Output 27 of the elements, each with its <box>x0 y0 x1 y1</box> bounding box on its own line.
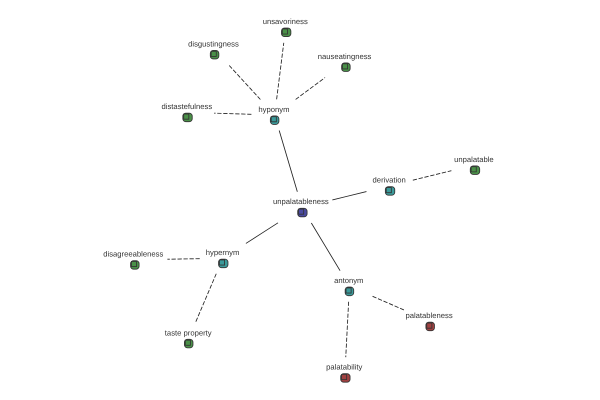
node-label: disgustingness <box>188 39 239 48</box>
node-label: unpalatable <box>454 154 494 164</box>
connector <box>372 296 405 311</box>
node-label: hypernym <box>206 248 240 258</box>
connector <box>412 170 452 181</box>
node-label: taste property <box>164 328 212 338</box>
node-label: hyponym <box>258 104 290 114</box>
node-label: palatability <box>326 362 362 372</box>
node-label: unsavoriness <box>262 16 308 26</box>
connector <box>345 301 350 358</box>
connector <box>310 222 340 272</box>
connector <box>245 222 278 244</box>
connector <box>194 273 217 324</box>
connector <box>276 42 284 100</box>
connector <box>332 191 367 200</box>
node-label: unpalatableness <box>272 197 329 206</box>
connector <box>228 64 261 100</box>
node-label: nauseatingness <box>318 52 372 61</box>
connector <box>166 258 200 260</box>
connector <box>278 130 298 192</box>
connector <box>214 112 252 115</box>
node-label: palatableness <box>405 311 453 320</box>
node-label: distastefulness <box>162 102 212 112</box>
node-label: disagreeableness <box>103 250 164 259</box>
connector <box>295 77 326 100</box>
node-label: derivation <box>372 176 406 185</box>
node-label: antonym <box>334 276 364 286</box>
